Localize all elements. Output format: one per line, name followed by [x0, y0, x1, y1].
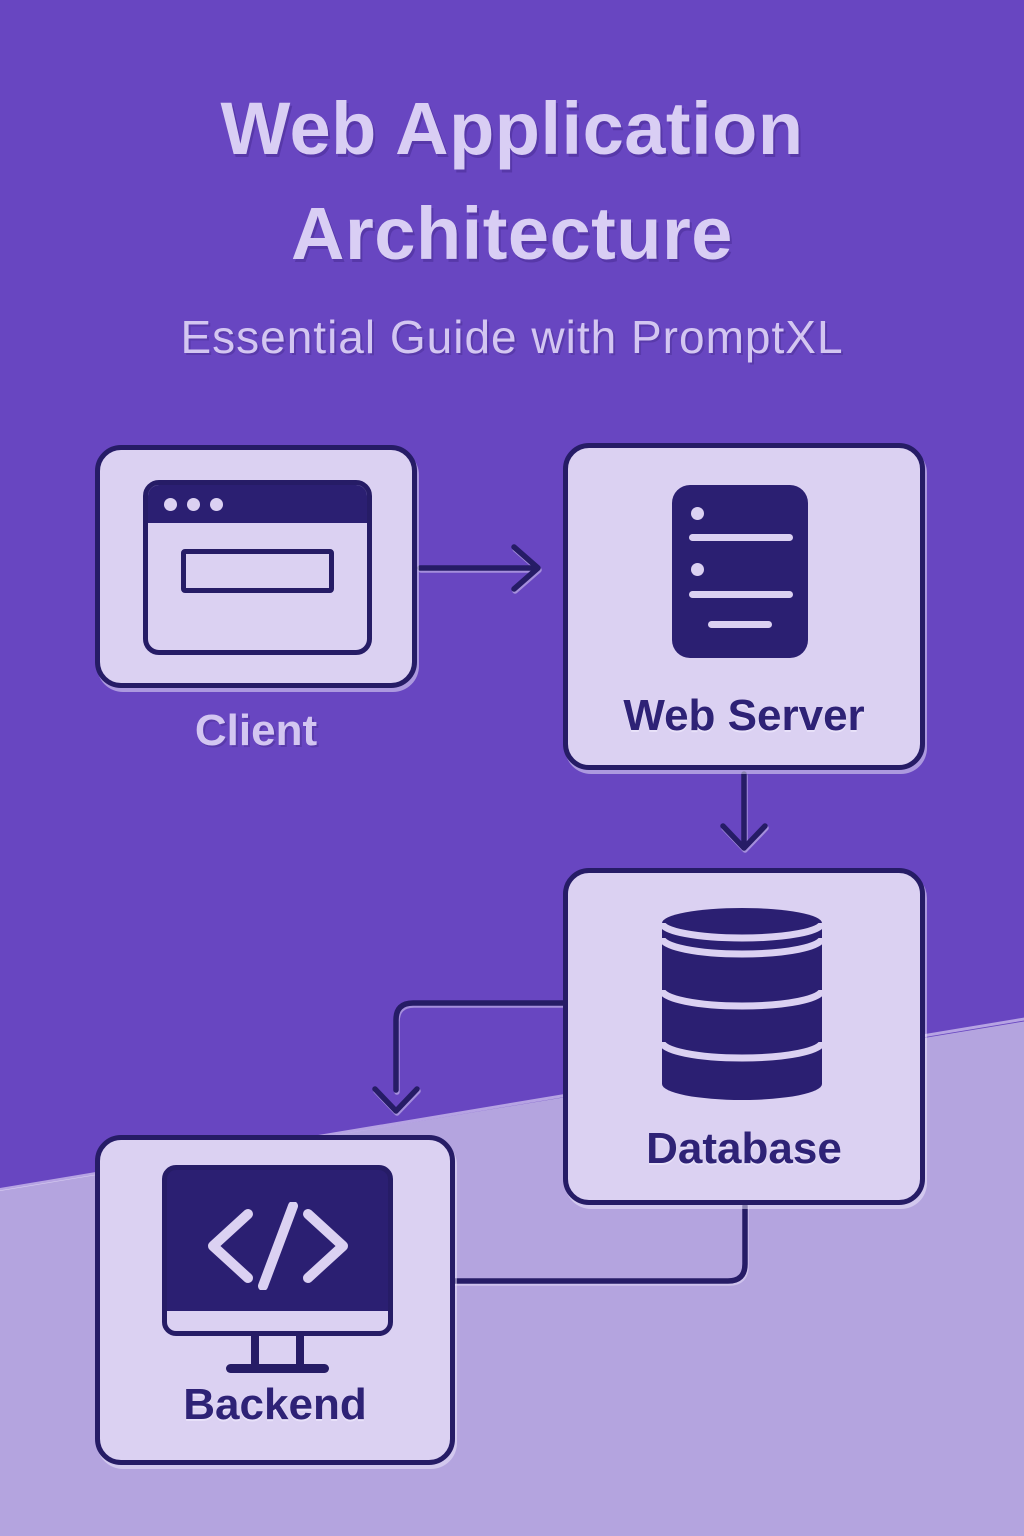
- arrow-database-to-backend-line: [393, 1000, 566, 1093]
- database-label: Database: [646, 1124, 842, 1173]
- window-dot-icon: [187, 497, 200, 511]
- node-web-server: Web Server: [563, 443, 925, 770]
- window-dot-icon: [164, 497, 177, 511]
- code-brackets-icon: [208, 1202, 348, 1290]
- page-title: Web Application Architecture: [220, 87, 804, 276]
- server-slot-icon: [708, 621, 772, 628]
- node-database: Database: [563, 868, 925, 1205]
- line-backend-to-database: [452, 1203, 748, 1284]
- client-label: Client: [194, 706, 318, 755]
- header: Web Application Architecture Essential G…: [0, 0, 1024, 364]
- server-rack-icon: [672, 485, 808, 658]
- server-led-icon: [691, 507, 704, 520]
- code-monitor-icon: [162, 1165, 393, 1373]
- page-subtitle: Essential Guide with PromptXL: [180, 311, 844, 364]
- node-client: [95, 445, 417, 688]
- arrow-database-to-backend-head: [372, 1086, 420, 1114]
- monitor-screen: [162, 1165, 393, 1336]
- server-led-icon: [691, 563, 704, 576]
- database-cylinder-icon: [660, 908, 824, 1100]
- arrow-webserver-to-database-head: [720, 823, 768, 851]
- node-backend: Backend: [95, 1135, 455, 1465]
- address-bar-icon: [181, 549, 334, 593]
- backend-label: Backend: [183, 1380, 367, 1429]
- server-slot-icon: [689, 534, 793, 541]
- window-dot-icon: [210, 497, 223, 511]
- monitor-stand-base: [226, 1364, 329, 1373]
- browser-titlebar: [148, 485, 367, 523]
- monitor-bezel: [167, 1311, 388, 1331]
- arrow-client-to-webserver-head: [511, 544, 541, 592]
- monitor-stand-neck: [251, 1335, 304, 1364]
- browser-window-icon: [143, 480, 372, 655]
- web-server-label: Web Server: [623, 691, 865, 740]
- server-slot-icon: [689, 591, 793, 598]
